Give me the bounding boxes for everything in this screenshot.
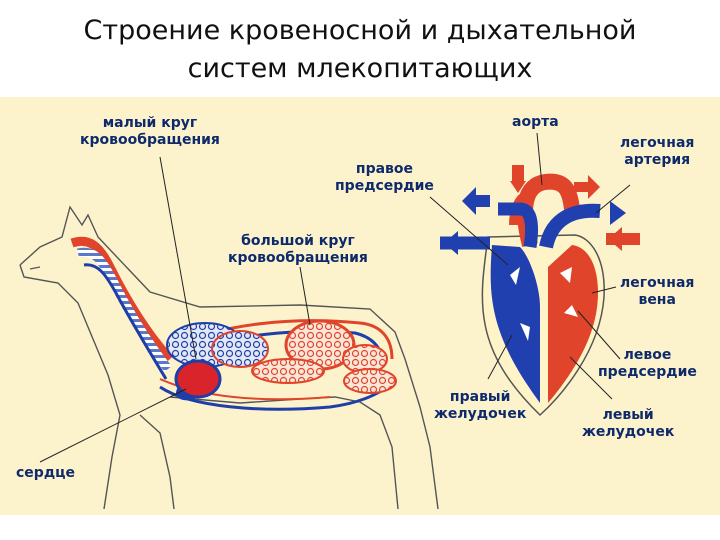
label-left-atrium-line2: предсердие — [598, 364, 697, 380]
label-pulmonary-artery: легочная артерия — [620, 135, 694, 169]
label-small-circle-line1: малый круг — [102, 115, 198, 131]
capillary-beds — [166, 319, 397, 394]
label-big-circle-line2: кровообращения — [228, 250, 368, 266]
label-pulmonary-vein: легочная вена — [620, 275, 694, 309]
label-pulmonary-artery-line2: артерия — [624, 152, 691, 168]
label-left-ventricle-line2: желудочек — [582, 424, 675, 440]
label-right-atrium-line1: правое — [355, 161, 414, 177]
label-left-ventricle-line1: левый — [602, 407, 654, 423]
diagram-panel: малый круг кровообращения большой круг к… — [0, 97, 720, 515]
dog-outline — [19, 205, 439, 510]
label-left-atrium-line1: левое — [623, 347, 672, 363]
label-right-ventricle-line2: желудочек — [434, 406, 527, 422]
label-left-ventricle: левый желудочек — [582, 407, 674, 441]
label-small-circle-line2: кровообращения — [80, 132, 220, 148]
label-big-circle-line1: большой круг — [241, 233, 355, 249]
label-right-ventricle: правый желудочек — [434, 389, 526, 423]
leader-lines-heart — [429, 132, 631, 400]
label-pulmonary-vein-line2: вена — [638, 292, 676, 308]
label-right-ventricle-line1: правый — [449, 389, 511, 405]
slide-title: Строение кровеносной и дыхательной систе… — [0, 12, 720, 88]
neck-vessels — [70, 236, 174, 380]
label-aorta: аорта — [512, 114, 559, 130]
label-pulmonary-artery-line1: легочная — [620, 135, 695, 151]
label-right-atrium-line2: предсердие — [335, 178, 434, 194]
label-pulmonary-vein-line1: легочная — [620, 275, 695, 291]
label-right-atrium: правое предсердие — [335, 161, 434, 195]
label-heart: сердце — [16, 465, 75, 481]
diagram-artwork — [19, 132, 640, 510]
heart-diagram — [440, 165, 640, 417]
label-small-circle: малый круг кровообращения — [80, 115, 220, 149]
label-left-atrium: левое предсердие — [598, 347, 697, 381]
dog-heart — [174, 359, 222, 401]
title-line-2: систем млекопитающих — [187, 53, 533, 84]
leader-lines-dog — [39, 156, 311, 463]
label-big-circle: большой круг кровообращения — [228, 233, 368, 267]
title-line-1: Строение кровеносной и дыхательной — [83, 15, 637, 46]
